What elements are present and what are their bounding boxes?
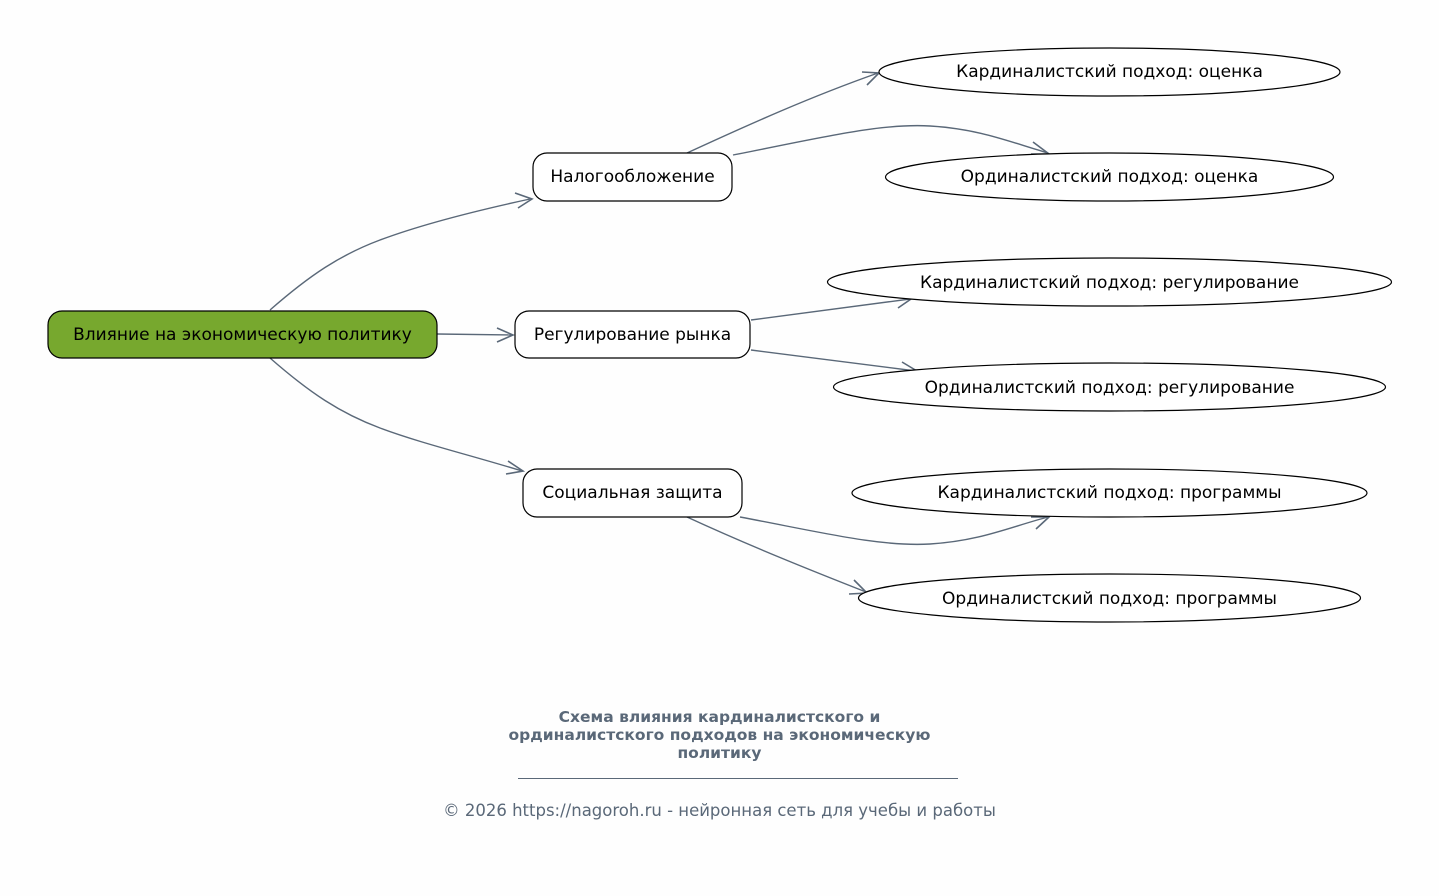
leaf-node-label: Ординалистский подход: оценка [961,167,1259,187]
branch-node-social[interactable]: Социальная защита [522,468,743,518]
edge-market-marketcard [750,298,911,321]
leaf-node-market-ordinal[interactable]: Ординалистский подход: регулирование [832,362,1387,412]
edge-tax-taxord [732,124,1049,156]
arrowhead [505,460,526,475]
leaf-node-ellipse [878,47,1341,97]
branch-node-box [532,152,733,202]
leaf-node-tax-cardinal[interactable]: Кардиналистский подход: оценка [878,47,1341,97]
branch-node-label: Социальная защита [542,483,722,503]
leaf-node-tax-ordinal[interactable]: Ординалистский подход: оценка [884,152,1335,202]
leaf-node-label: Кардиналистский подход: оценка [956,62,1263,82]
root-node-label: Влияние на экономическую политику [73,325,412,345]
leaf-node-ellipse [851,468,1368,518]
diagram-title: Схема влияния кардиналистского и ординал… [508,708,931,762]
branch-node-label: Регулирование рынка [534,325,731,345]
edge-tax-taxcard [686,72,879,154]
branch-node-tax[interactable]: Налогообложение [532,152,733,202]
edge-social-socialord [686,516,867,593]
leaf-node-ellipse [857,573,1362,623]
edge-social-socialcard [739,516,1049,546]
diagram-title-container: Схема влияния кардиналистского и ординал… [0,708,1439,762]
root-node-box [47,310,438,359]
branch-node-box [514,310,751,359]
leaf-node-ellipse [832,362,1387,412]
edge-root-market [436,333,513,336]
edge-market-marketord [750,349,917,372]
leaf-node-ellipse [884,152,1335,202]
arrowhead [496,327,515,343]
root-node[interactable]: Влияние на экономическую политику [47,310,438,359]
branch-node-box [522,468,743,518]
leaf-node-label: Ординалистский подход: программы [942,589,1277,609]
leaf-node-social-ordinal[interactable]: Ординалистский подход: программы [857,573,1362,623]
footer-copyright: © 2026 https://nagoroh.ru - нейронная се… [443,801,996,820]
leaf-node-market-cardinal[interactable]: Кардиналистский подход: регулирование [826,257,1393,307]
leaf-node-ellipse [826,257,1393,307]
edge-root-social [269,357,523,472]
leaf-node-label: Кардиналистский подход: регулирование [920,273,1299,293]
leaf-node-label: Кардиналистский подход: программы [937,483,1281,503]
edge-root-tax [269,198,531,311]
branch-node-label: Налогообложение [550,167,714,187]
branch-node-market[interactable]: Регулирование рынка [514,310,751,359]
arrowhead [1031,516,1052,530]
title-divider [518,778,958,779]
arrowhead [514,192,534,209]
leaf-node-social-cardinal[interactable]: Кардиналистский подход: программы [851,468,1368,518]
leaf-node-label: Ординалистский подход: регулирование [925,378,1295,398]
